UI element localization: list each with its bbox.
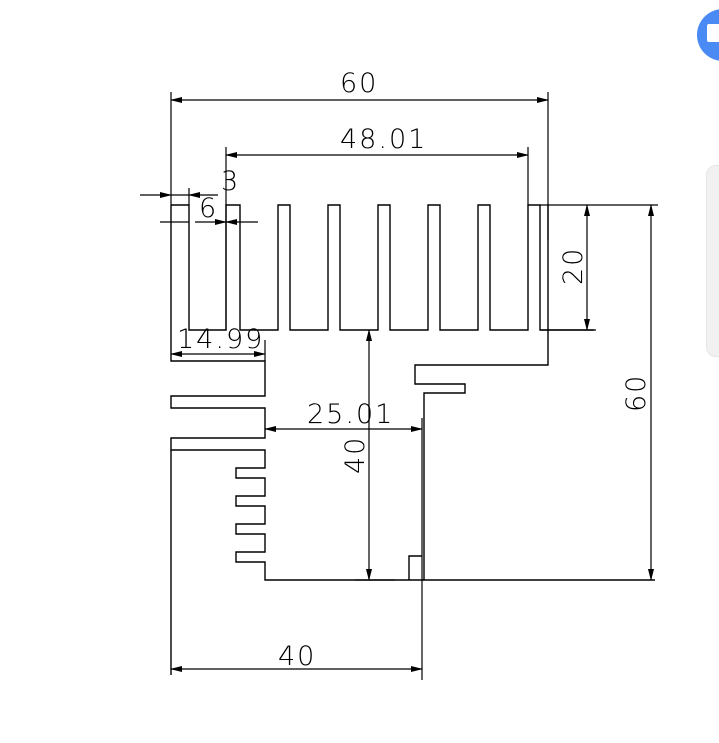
dim-fin-span: 48.01	[340, 124, 427, 155]
extension-lines	[170, 92, 658, 680]
dim-bottom-width: 40	[278, 641, 316, 672]
dim-fin-height: 20	[558, 247, 589, 285]
side-panel-tab[interactable]	[706, 165, 719, 357]
dim-left-width: 14.99	[177, 324, 264, 355]
export-icon	[707, 24, 719, 42]
export-button[interactable]	[697, 9, 719, 61]
dim-fin-slot: 6	[199, 193, 218, 224]
dim-inner-height: 40	[340, 436, 371, 474]
dim-total-height: 60	[621, 374, 652, 412]
dim-top-width: 60	[340, 68, 378, 99]
dim-fin-pitch: 3	[221, 166, 240, 197]
dimension-lines	[140, 97, 654, 672]
dim-inner-width: 25.01	[307, 399, 394, 430]
heatsink-outline	[170, 204, 655, 675]
